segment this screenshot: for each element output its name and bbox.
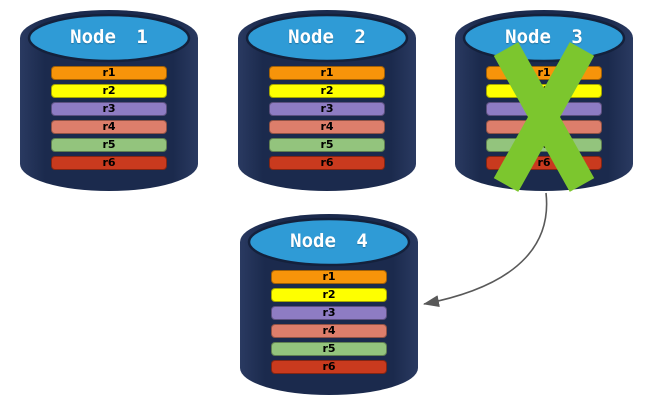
replica-row-label: r5 <box>322 342 336 355</box>
replica-row: r5 <box>271 342 387 356</box>
replica-row-label: r3 <box>102 102 116 115</box>
failure-x-icon <box>493 42 595 192</box>
cylinder-top-face <box>27 13 191 63</box>
replica-row-label: r5 <box>102 138 116 151</box>
replica-row-label: r1 <box>322 270 336 283</box>
db-node-3: Node 3 r1 r2 r3 r4 r5 r6 <box>455 8 633 192</box>
replica-row: r6 <box>271 360 387 374</box>
replica-row-label: r6 <box>320 156 334 169</box>
cylinder-top-face <box>462 13 626 63</box>
failover-arrow-path <box>423 192 548 308</box>
replica-row-label: r6 <box>102 156 116 169</box>
db-node-2: Node 2 r1 r2 r3 r4 r5 r6 <box>238 8 416 192</box>
replica-row-label: r6 <box>537 156 551 169</box>
replica-row-label: r1 <box>537 66 551 79</box>
replica-row-label: r3 <box>320 102 334 115</box>
replica-row-label: r4 <box>320 120 334 133</box>
replica-row-label: r4 <box>102 120 116 133</box>
replica-row: r3 <box>269 102 385 116</box>
replica-row: r6 <box>51 156 167 170</box>
replica-row: r3 <box>271 306 387 320</box>
db-node-4: Node 4 r1 r2 r3 r4 r5 r6 <box>240 212 418 396</box>
replica-row: r1 <box>51 66 167 80</box>
replica-row: r2 <box>271 288 387 302</box>
replica-row: r5 <box>269 138 385 152</box>
replica-row-label: r5 <box>320 138 334 151</box>
replica-row-label: r1 <box>320 66 334 79</box>
replica-row: r2 <box>51 84 167 98</box>
node-label: Node 3 <box>505 26 583 48</box>
replica-row: r1 <box>271 270 387 284</box>
replica-list: r1 r2 r3 r4 r5 r6 <box>51 66 167 174</box>
replica-row-label: r4 <box>322 324 336 337</box>
db-node-1: Node 1 r1 r2 r3 r4 r5 r6 <box>20 8 198 192</box>
replica-list: r1 r2 r3 r4 r5 r6 <box>271 270 387 378</box>
replica-row: r4 <box>271 324 387 338</box>
node-label: Node 1 <box>70 26 148 48</box>
replica-row: r5 <box>51 138 167 152</box>
replica-list: r1 r2 r3 r4 r5 r6 <box>269 66 385 174</box>
replica-row: r1 <box>269 66 385 80</box>
cylinder-top-face <box>245 13 409 63</box>
replica-row: r2 <box>269 84 385 98</box>
replica-row-label: r2 <box>320 84 334 97</box>
replica-row: r3 <box>51 102 167 116</box>
node-label: Node 4 <box>290 230 368 252</box>
cylinder-top-face <box>247 217 411 267</box>
replica-row-label: r6 <box>322 360 336 373</box>
replica-row-label: r3 <box>322 306 336 319</box>
replica-row-label: r1 <box>102 66 116 79</box>
node-label: Node 2 <box>288 26 366 48</box>
replica-row: r4 <box>51 120 167 134</box>
replica-row: r6 <box>269 156 385 170</box>
replica-row-label: r2 <box>102 84 116 97</box>
replica-row-label: r2 <box>322 288 336 301</box>
replica-row: r4 <box>269 120 385 134</box>
